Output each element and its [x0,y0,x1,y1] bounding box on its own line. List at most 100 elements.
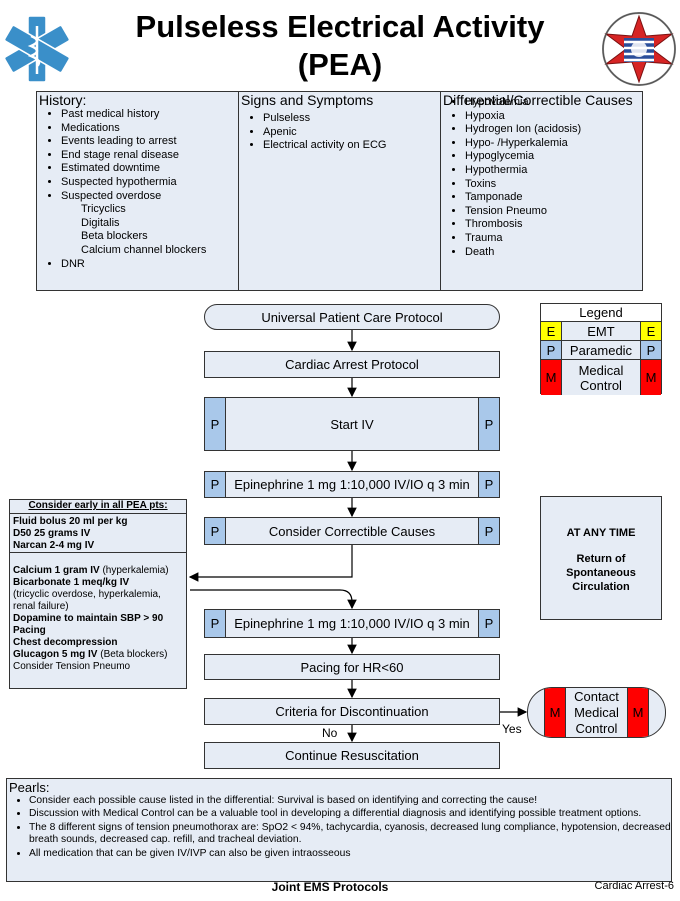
paramedic-tag: P [478,398,499,450]
step-continue-resuscitation: Continue Resuscitation [204,742,500,769]
pearl-item: Discussion with Medical Control can be a… [29,808,671,820]
step-criteria-discontinuation: Criteria for Discontinuation [204,698,500,725]
early-glucagon-bold: Glucagon 5 mg IV [13,649,98,660]
medical-control-tag: M [544,688,566,737]
step-label: Pacing for HR<60 [300,659,404,675]
legend-title: Legend [579,305,623,320]
legend-code: M [541,360,562,395]
any-time-heading: AT ANY TIME [566,527,636,539]
step-label: Universal Patient Care Protocol [261,309,443,325]
legend-label: Paramedic [569,343,633,358]
differential-item: Toxins [465,178,642,192]
history-list: Past medical history Medications Events … [37,108,238,203]
history-item: Suspected overdose [61,190,238,204]
legend-code: P [640,341,661,360]
history-list-end: DNR [37,258,238,272]
differential-item: Thrombosis [465,218,642,232]
medical-control-tag: M [627,688,649,737]
early-second-group: Calcium 1 gram IV (hyperkalemia) Bicarbo… [10,553,186,673]
overdose-item: Tricyclics [81,203,126,216]
legend-row-medical: M Medical Control M [541,359,661,395]
paramedic-tag: P [478,610,499,637]
legend-code: E [541,322,562,341]
step-start-iv: P Start IV P [204,397,500,451]
differential-item: Tamponade [465,191,642,205]
legend-code: M [640,360,661,395]
consider-early-box: Consider early in all PEA pts: Fluid bol… [9,499,187,689]
differential-item: Hypovolemia [465,96,642,110]
paramedic-tag: P [205,398,226,450]
legend: Legend E EMT E P Paramedic P M Medical C… [540,303,662,395]
step-cardiac-arrest: Cardiac Arrest Protocol [204,351,500,378]
overdose-item: Beta blockers [81,230,148,243]
differential-item: Hydrogen Ion (acidosis) [465,123,642,137]
step-universal-protocol: Universal Patient Care Protocol [204,304,500,330]
step-epinephrine-1: P Epinephrine 1 mg 1:10,000 IV/IO q 3 mi… [204,471,500,498]
early-fluid: Fluid bolus 20 ml per kg [13,516,128,527]
step-label: Continue Resuscitation [285,748,419,763]
early-bicarb: Bicarbonate 1 meq/kg IV [13,577,130,588]
signs-panel: Signs and Symptoms Pulseless Apenic Elec… [238,91,441,291]
early-calcium: Calcium 1 gram IV (hyperkalemia) [13,565,183,577]
differential-item: Death [465,246,642,260]
history-item: Past medical history [61,108,238,122]
early-glucagon-note: (Beta blockers) [97,649,168,660]
history-item: Estimated downtime [61,162,238,176]
title-line1: Pulseless Electrical Activity [135,9,545,44]
history-item: End stage renal disease [61,149,238,163]
step-pacing: Pacing for HR<60 [204,654,500,680]
step-label: Cardiac Arrest Protocol [285,357,419,372]
star-of-life-icon [3,15,71,83]
step-label: Consider Correctible Causes [268,523,436,539]
signs-item: Apenic [263,126,440,140]
label-no: No [322,726,338,740]
signs-item: Electrical activity on ECG [263,139,440,153]
footer-title: Joint EMS Protocols [271,880,389,894]
differential-item: Trauma [465,232,642,246]
differential-item: Hypoglycemia [465,150,642,164]
step-epinephrine-2: P Epinephrine 1 mg 1:10,000 IV/IO q 3 mi… [204,609,500,638]
history-item: Events leading to arrest [61,135,238,149]
fire-rescue-badge-icon [602,12,676,86]
paramedic-tag: P [478,518,499,544]
early-d50: D50 25 grams IV [13,528,91,539]
pearls-list: Consider each possible cause listed in t… [7,795,671,860]
early-dopamine: Dopamine to maintain SBP > 90 [13,613,164,624]
legend-row-emt: E EMT E [541,321,661,341]
early-calcium-bold: Calcium 1 gram IV [13,565,100,576]
step-label: Criteria for Discontinuation [275,704,429,719]
pearls-heading: Pearls: [9,780,50,795]
step-label: Epinephrine 1 mg 1:10,000 IV/IO q 3 min [234,477,470,492]
step-label: Epinephrine 1 mg 1:10,000 IV/IO q 3 min [234,616,470,631]
signs-item: Pulseless [263,112,440,126]
step-label: Contact Medical Control [574,688,619,736]
legend-code: E [640,322,661,341]
history-panel: History: Past medical history Medication… [36,91,239,291]
overdose-item: Calcium channel blockers [81,243,207,256]
any-time-text: Return of Spontaneous Circulation [566,553,636,593]
differential-item: Tension Pneumo [465,205,642,219]
differential-list: Hypovolemia Hypoxia Hydrogen Ion (acidos… [441,96,642,259]
signs-list: Pulseless Apenic Electrical activity on … [239,112,440,153]
contact-medical-control: M Contact Medical Control M [527,687,666,738]
early-tension: Consider Tension Pneumo [13,661,131,672]
early-pacing: Pacing [13,625,46,636]
arrow-consider-side [188,545,353,582]
history-item: DNR [61,258,238,272]
differential-heading: Differential/Correctible Causes [443,92,633,108]
early-glucagon: Glucagon 5 mg IV (Beta blockers) [13,649,183,661]
step-consider-causes: P Consider Correctible Causes P [204,517,500,545]
history-item: Medications [61,122,238,136]
differential-panel: Differential/Correctible Causes Hypovole… [440,91,643,291]
differential-item: Hypoxia [465,110,642,124]
differential-item: Hypo- /Hyperkalemia [465,137,642,151]
differential-item: Hypothermia [465,164,642,178]
title-line2: (PEA) [297,47,383,82]
paramedic-tag: P [205,610,226,637]
step-label: Start IV [330,416,374,432]
arrow-side-epi2 [190,589,357,610]
label-yes: Yes [502,722,522,736]
legend-label: EMT [587,324,615,339]
overdose-sublist: Tricyclics Digitalis Beta blockers Calci… [37,203,238,257]
